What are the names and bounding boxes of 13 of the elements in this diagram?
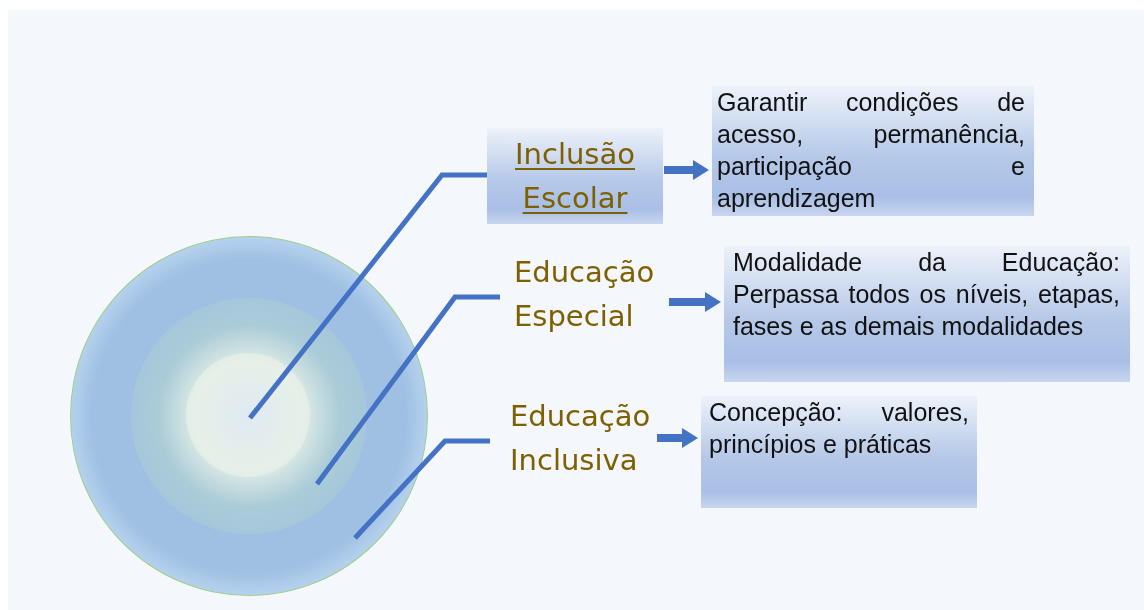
text-box [724, 246, 1130, 382]
leader-line [353, 438, 490, 540]
heading-text: Inclusão Escolar [514, 136, 636, 217]
heading-text: Educação Inclusiva [510, 398, 652, 479]
heading-box [487, 128, 663, 224]
description-text: Concepção: valores, princípios e práticas [709, 397, 969, 460]
arrow [664, 160, 709, 180]
leader-line [248, 172, 487, 420]
heading-text: Educação Especial [514, 254, 656, 335]
text-box [701, 396, 977, 508]
leader-line [315, 294, 500, 486]
description-text: Garantir condições de acesso, permanência, participação e aprendizagem [717, 87, 1025, 214]
description-text: Modalidade da Educação: Perpassa todos os níveis, etapas, fases e as demais modalidades [733, 247, 1120, 342]
